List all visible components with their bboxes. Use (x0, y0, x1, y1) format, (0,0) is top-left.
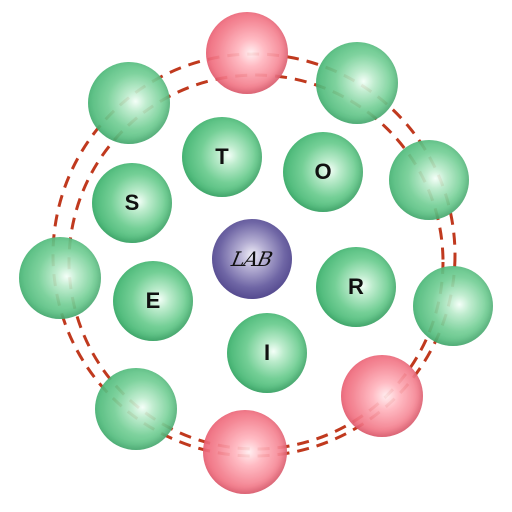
letter-t: T (215, 144, 229, 169)
outer-ball-top-right[interactable] (316, 42, 398, 124)
letter-e: E (145, 288, 161, 313)
outer-ball-right[interactable] (413, 266, 493, 346)
letter-o: O (314, 159, 332, 184)
outer-ball-bottom[interactable] (203, 410, 287, 494)
letter-ball-o[interactable]: O (283, 132, 363, 212)
letter-ball-s[interactable]: S (92, 163, 172, 243)
outer-ball-top-left[interactable] (88, 62, 170, 144)
lab-logo-text: LAB (229, 247, 275, 271)
outer-ball-right-upper[interactable] (389, 140, 469, 220)
outer-ball-bottom-left[interactable] (95, 368, 177, 450)
outer-ball-bottom-right[interactable] (341, 355, 423, 437)
center-lab-ball: LAB (212, 219, 292, 299)
outer-ball-left[interactable] (19, 237, 101, 319)
letter-ball-i[interactable]: I (227, 313, 307, 393)
letter-r: R (348, 274, 364, 299)
letter-ball-r[interactable]: R (316, 247, 396, 327)
letter-ball-t[interactable]: T (182, 117, 262, 197)
letter-i: I (263, 340, 271, 365)
letter-s: S (124, 190, 140, 215)
letter-ball-e[interactable]: E (113, 261, 193, 341)
outer-ball-top[interactable] (206, 12, 288, 94)
